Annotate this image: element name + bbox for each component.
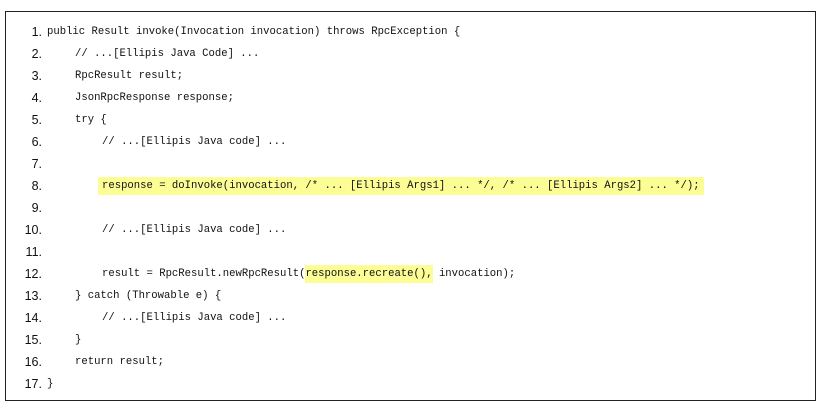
code-line: 4. JsonRpcResponse response; — [6, 87, 811, 109]
code-text: } — [75, 329, 81, 351]
code-text: public Result invoke(Invocation invocati… — [47, 21, 460, 43]
code-line: 10. // ...[Ellipis Java code] ... — [6, 219, 811, 241]
code-line: 11. — [6, 241, 811, 263]
line-number: 6. — [31, 135, 42, 149]
code-fragment: try { — [75, 114, 107, 126]
code-text: JsonRpcResponse response; — [75, 87, 234, 109]
code-line: 13. } catch (Throwable e) { — [6, 285, 811, 307]
code-line: 14. // ...[Ellipis Java code] ... — [6, 307, 811, 329]
code-line: 8. response = doInvoke(invocation, /* ...… — [6, 175, 811, 197]
code-text: // ...[Ellipis Java Code] ... — [75, 43, 259, 65]
line-number: 8. — [31, 179, 42, 193]
line-number: 11. — [25, 245, 42, 259]
code-text: } — [47, 373, 53, 395]
code-fragment: public Result invoke(Invocation invocati… — [47, 26, 461, 38]
code-fragment: JsonRpcResponse response; — [75, 92, 234, 104]
line-number: 9. — [31, 201, 42, 215]
code-line: 12. result = RpcResult.newRpcResult(respo… — [6, 263, 811, 285]
code-text: // ...[Ellipis Java code] ... — [102, 219, 286, 241]
code-fragment: result = RpcResult.newRpcResult( — [102, 268, 306, 280]
code-text: } catch (Throwable e) { — [75, 285, 221, 307]
code-line: 15.} — [6, 329, 811, 351]
line-number: 15. — [24, 333, 42, 347]
code-text: // ...[Ellipis Java code] ... — [102, 131, 286, 153]
code-text: // ...[Ellipis Java code] ... — [102, 307, 286, 329]
line-number: 17. — [24, 377, 42, 391]
code-fragment: } catch (Throwable e) { — [75, 290, 222, 302]
line-number: 2. — [31, 47, 42, 61]
code-fragment: } — [75, 334, 82, 346]
highlighted-code: response = doInvoke(invocation, /* ... [… — [98, 177, 704, 195]
code-line: 7. — [6, 153, 811, 175]
code-fragment: // ...[Ellipis Java code] ... — [102, 224, 287, 236]
code-line: 9. — [6, 197, 811, 219]
code-text: return result; — [75, 351, 164, 373]
code-line: 3. RpcResult result; — [6, 65, 811, 87]
code-line: 17.} — [6, 373, 811, 395]
line-number: 1. — [31, 25, 42, 39]
code-text: try { — [75, 109, 107, 131]
line-number: 13. — [24, 289, 42, 303]
code-line: 6. // ...[Ellipis Java code] ... — [6, 131, 811, 153]
code-fragment: } — [47, 378, 54, 390]
code-listing: 1. public Result invoke(Invocation invoca… — [5, 11, 816, 401]
line-number: 10. — [24, 223, 42, 237]
code-line: 16. return result; — [6, 351, 811, 373]
code-line: 2. // ...[Ellipis Java Code] ... — [6, 43, 811, 65]
code-fragment: // ...[Ellipis Java Code] ... — [75, 48, 260, 60]
code-line: 5. try { — [6, 109, 811, 131]
code-text: RpcResult result; — [75, 65, 183, 87]
code-text: response = doInvoke(invocation, /* ... [… — [98, 175, 704, 197]
code-text: result = RpcResult.newRpcResult(response… — [102, 263, 515, 285]
code-fragment: return result; — [75, 356, 165, 368]
line-number: 14. — [24, 311, 42, 325]
line-number: 3. — [31, 69, 42, 83]
line-number: 16. — [24, 355, 42, 369]
line-number: 5. — [31, 113, 42, 127]
line-number: 4. — [31, 91, 42, 105]
line-number: 12. — [24, 267, 42, 281]
code-fragment: RpcResult result; — [75, 70, 184, 82]
code-line: 1. public Result invoke(Invocation invoca… — [6, 21, 811, 43]
line-number: 7. — [31, 157, 42, 171]
highlighted-code: response.recreate(), — [305, 265, 433, 283]
code-fragment: invocation); — [432, 268, 516, 280]
code-fragment: // ...[Ellipis Java code] ... — [102, 312, 287, 324]
code-fragment: // ...[Ellipis Java code] ... — [102, 136, 287, 148]
